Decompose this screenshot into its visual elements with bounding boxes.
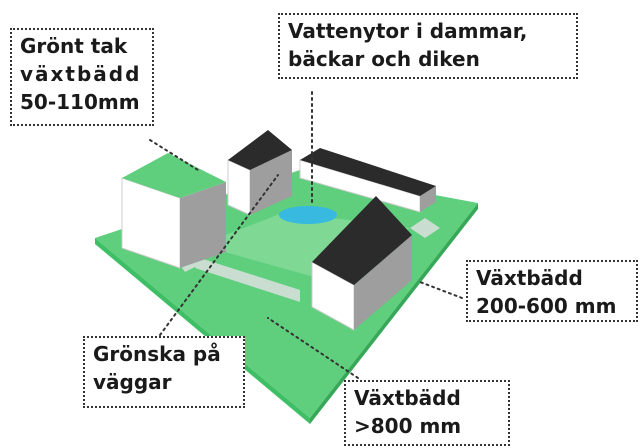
water-label-line1: Vattenytor i dammar, <box>288 19 528 43</box>
water-label-line2: bäckar och diken <box>288 47 480 71</box>
tower-green-roof <box>122 153 226 198</box>
green-roof-label-line2: växtbädd <box>20 62 142 86</box>
green-roof-label-line3: 50-110mm <box>20 90 140 114</box>
planting-bed-mid-callout: Växtbädd 200-600 mm <box>466 260 638 322</box>
front-building-roof <box>312 196 412 285</box>
leader-bed-deep <box>267 317 359 379</box>
walls-label-line1: Grönska på <box>93 342 221 366</box>
walls-label-line2: väggar <box>93 370 172 394</box>
walls-callout: Grönska på väggar <box>83 336 245 408</box>
green-roof-label-line1: Grönt tak <box>20 34 128 58</box>
path-front <box>195 258 300 302</box>
green-roof-callout: Grönt tak växtbädd 50-110mm <box>10 28 154 126</box>
planting-bed-deep-line2: >800 mm <box>354 414 462 438</box>
path-right <box>410 218 440 238</box>
front-building-side-wall <box>354 235 412 330</box>
ground-edge <box>95 238 310 424</box>
planting-bed-deep-callout: Växtbädd >800 mm <box>344 380 510 446</box>
planting-bed-deep-line1: Växtbädd <box>354 386 461 410</box>
water-callout: Vattenytor i dammar, bäckar och diken <box>278 13 578 79</box>
planting-bed-mid-line2: 200-600 mm <box>476 294 617 318</box>
tower-side-wall <box>180 182 226 268</box>
leader-bed-mid <box>419 281 463 299</box>
leader-green-roof <box>149 139 199 171</box>
back-building-roof <box>228 130 292 170</box>
ground-edge-right <box>310 203 478 424</box>
planting-bed-mid-line1: Växtbädd <box>476 266 583 290</box>
rear-building-roof <box>300 148 436 196</box>
water-pond <box>279 206 337 224</box>
rear-building-side-wall <box>420 186 436 212</box>
